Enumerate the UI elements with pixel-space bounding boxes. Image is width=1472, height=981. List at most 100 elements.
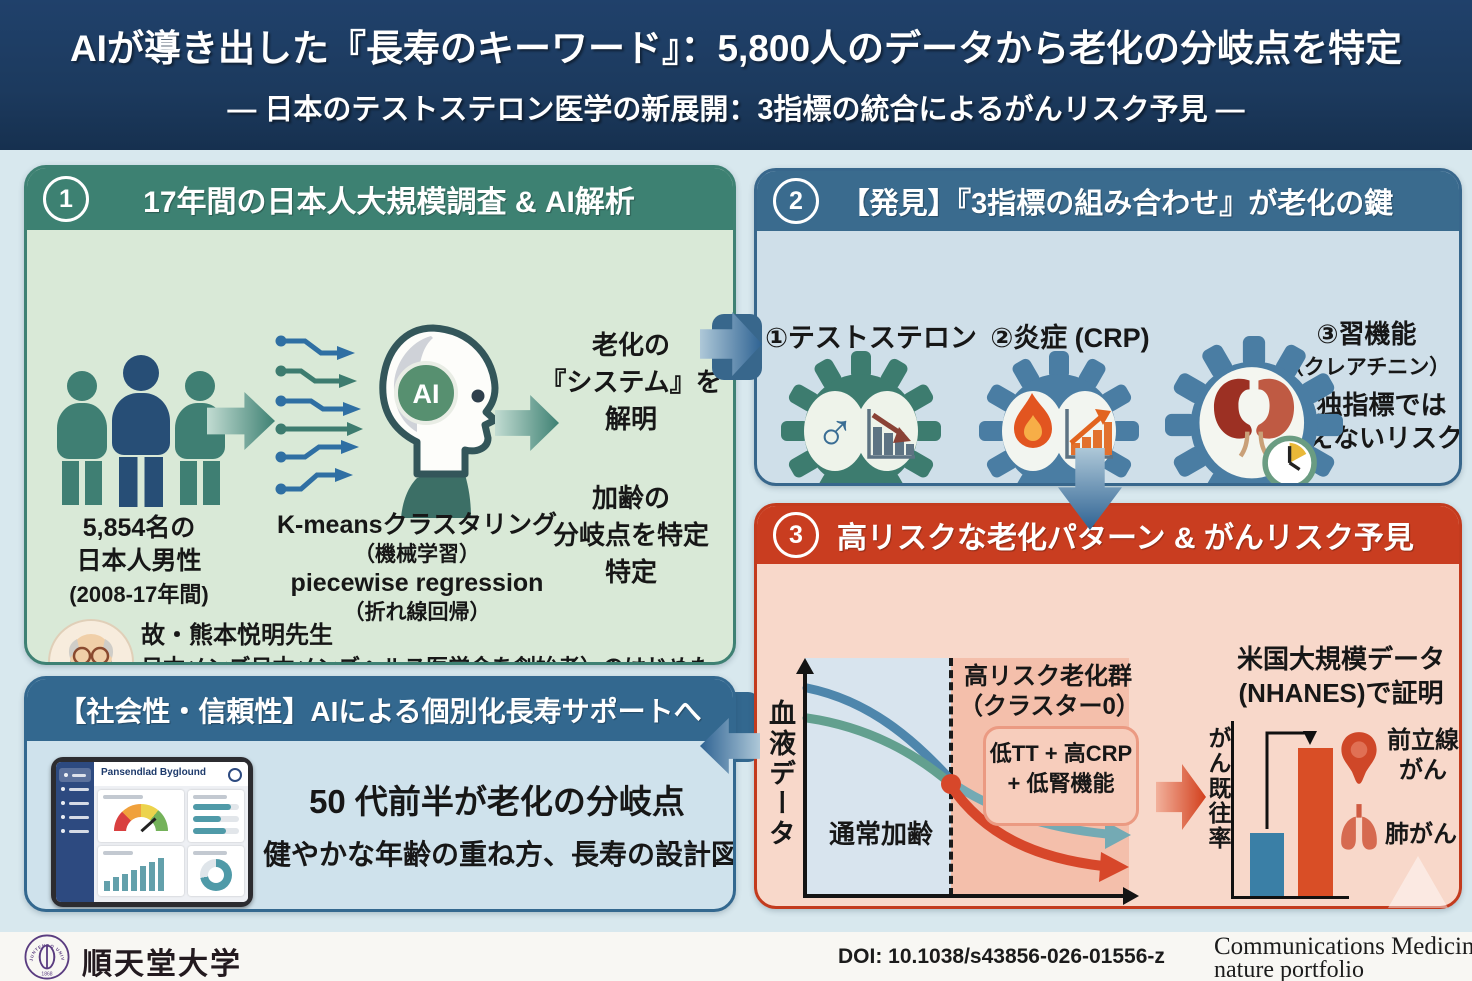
indicator3-label: ③習機能 （クレアチニン） [1279, 314, 1454, 381]
risk-group-label: 高リスク老化群 （クラスター0） [959, 662, 1140, 722]
lung-cancer-icon [1341, 804, 1377, 850]
subtitle: ― 日本のテストステロン医学の新展開：3指標の統合によるがんリスク予見 ― [227, 94, 1245, 126]
key-finding-line1: 50 代前半が老化の分岐点 [309, 783, 685, 820]
people-group-icon [57, 355, 225, 507]
progress-card [188, 790, 244, 842]
male-symbol-icon: ♂ [815, 401, 856, 461]
prostate-cancer-icon [1341, 732, 1377, 784]
risk-to-cancer-arrow [1156, 764, 1206, 830]
sidebar-item [56, 824, 94, 838]
person-icon-center [112, 355, 170, 507]
gauge-hole [126, 817, 156, 832]
panel2-number-badge: 2 [773, 178, 819, 224]
normal-group-bar [1250, 833, 1284, 896]
panel1-number-badge: 1 [43, 176, 89, 222]
outcome2-line2: 分岐点を特定 [552, 520, 709, 550]
panel3-title: 高リスクな老化パターン & がんリスク予見 [837, 522, 1414, 555]
sidebar-item [56, 810, 94, 824]
prostate-cancer-label: 前立線 がん [1385, 726, 1459, 786]
publisher-name: nature portfolio [1214, 957, 1364, 981]
outcome2-line3: 特定 [604, 557, 657, 587]
doi-text: DOI: 10.1038/s43856-026-01556-z [838, 945, 1165, 968]
ai-head-icon: AI [379, 324, 499, 518]
indicator3-line1: ③習機能 [1316, 319, 1417, 349]
cohort-caption: 5,854名の 日本人男性 (2008-17年間) [39, 512, 239, 611]
footer-bar: JUNTENDO UNIVERSITY 1868 順天堂大学 DOI: 10.1… [0, 932, 1472, 981]
title-banner: AIが導き出した『長寿のキーワード』：5,800人のデータから老化の分岐点を特定… [0, 0, 1472, 150]
risk-box-line1: 低TT + 高CRP [989, 741, 1133, 766]
doctor-caption: 故・熊本悦明先生 日本メンズ日本メンズヘルス医学会を創始者）のはじめた テストス… [141, 620, 731, 662]
doctor-avatar [48, 619, 134, 662]
increase-bracket [1265, 731, 1317, 829]
main-title: AIが導き出した『長寿のキーワード』：5,800人のデータから老化の分岐点を特定 [69, 28, 1403, 69]
sidebar-item [56, 782, 94, 796]
panel-risk-pattern: 3 高リスクな老化パターン & がんリスク予見 血液データ [754, 503, 1462, 909]
tablet-dashboard: Pansendlad Byglound [51, 757, 253, 907]
seal-arc-text: JUNTENDO UNIVERSITY [24, 934, 65, 961]
aging-line-chart: 通常加齢 高リスク老化群 （クラスター0） 低TT + 高CRP + 低腎機能 … [791, 658, 1141, 906]
method-line3: piecewise regression [290, 569, 544, 597]
indicator3-line2: （クレアチニン） [1282, 356, 1451, 379]
panel3-number-badge: 3 [773, 512, 819, 558]
outcome2-line1: 加齢の [591, 483, 670, 513]
kidneys-icon [1213, 378, 1295, 458]
gear1-caption: 活力低下 [799, 481, 969, 483]
doctor-line1: 故・熊本悦明先生 [141, 622, 333, 649]
ai-label: AI [413, 379, 440, 409]
bars-card [98, 846, 184, 896]
circuit-traces-icon [275, 335, 363, 495]
seal-year: 1868 [41, 972, 52, 978]
sidebar-item [59, 768, 91, 782]
risk-group-line1: 高リスク老化群 [964, 663, 1132, 690]
bar-cat-normal: 通常 [1237, 904, 1301, 906]
dashboard-header: Pansendlad Byglound [94, 762, 248, 787]
nhanes-proof-label: 米国大規模データ (NHANES)で証明 [1219, 642, 1459, 710]
blood-data-ylabel: 血液データ [765, 699, 795, 849]
dashboard-title: Pansendlad Byglound [101, 767, 207, 778]
lung-cancer-label: 肺がん [1385, 821, 1457, 848]
proof-line2: (NHANES)で証明 [1238, 678, 1444, 708]
university-name: 順天堂大学 [82, 948, 242, 981]
dashboard-main [94, 786, 248, 902]
tablet-screen: Pansendlad Byglound [56, 762, 248, 902]
panel4-header: 【社会性・信頼性】AIによる個別化長寿サポートへ [27, 679, 733, 741]
proof-line1: 米国大規模データ [1236, 644, 1445, 674]
indicator1-label: ①テストステロン [765, 323, 977, 353]
method-line2: （機械学習） [354, 543, 480, 566]
user-avatar-icon [228, 768, 242, 782]
outcome-branchpoint: 加齢の 分岐点を特定 特定 [535, 480, 727, 591]
panel3-header: 3 高リスクな老化パターン & がんリスク予見 [757, 506, 1459, 564]
panel1-header: 1 17年間の日本人大規模調査 & AI解析 [27, 168, 733, 230]
testosterone-gear-icon: ♂ [781, 351, 941, 483]
outcome-system: 老化の 『システム』を 解明 [535, 327, 727, 438]
flame-icon [1014, 393, 1052, 448]
prostate-line2: がん [1399, 757, 1447, 784]
bar-cat-risk-line1: がん [1301, 904, 1361, 906]
journal-name: Communications Medicine [1214, 933, 1472, 960]
donut-chart [200, 859, 232, 891]
cohort-line3: (2008-17年間) [69, 582, 209, 607]
doctor-line2: 日本メンズ日本メンズヘルス医学会を創始者）のはじめた [141, 652, 731, 662]
cancer-bar-chart [1231, 721, 1349, 899]
risk-group-bar [1298, 748, 1333, 896]
panel-discovery: 2 【発見】『3指標の組み合わせ』が老化の鍵 ①テストステロン ②炎症 (CRP… [754, 168, 1462, 486]
key-finding-line2: 健やかな年齢の重ね方、長寿の設計図 [263, 839, 736, 870]
outcome1-line1: 老化の [591, 330, 670, 360]
panel4-title: 【社会性・信頼性】AIによる個別化長寿サポートへ [58, 696, 702, 727]
method-line1: K-meansクラスタリング [276, 511, 558, 539]
declining-chart-icon [867, 409, 915, 459]
inflammation-gear-icon [979, 351, 1139, 483]
risk-box-line2: + 低腎機能 [1007, 771, 1115, 796]
method-line4: （折れ線回帰） [343, 601, 491, 624]
cohort-line1: 5,854名の [82, 514, 196, 542]
risk-factors-box: 低TT + 高CRP + 低腎機能 [983, 726, 1139, 826]
svg-text:JUNTENDO UNIVERSITY: JUNTENDO UNIVERSITY [24, 934, 65, 961]
cohort-line2: 日本人男性 [76, 547, 202, 575]
panel1-title: 17年間の日本人大規模調査 & AI解析 [143, 186, 635, 219]
branch-point-dot [941, 774, 961, 794]
panel-survey: 1 17年間の日本人大規模調査 & AI解析 [24, 165, 736, 665]
panel-support: 【社会性・信頼性】AIによる個別化長寿サポートへ Pansendlad Bygl… [24, 676, 736, 912]
clock-icon [1262, 435, 1317, 483]
person-icon [57, 371, 107, 505]
